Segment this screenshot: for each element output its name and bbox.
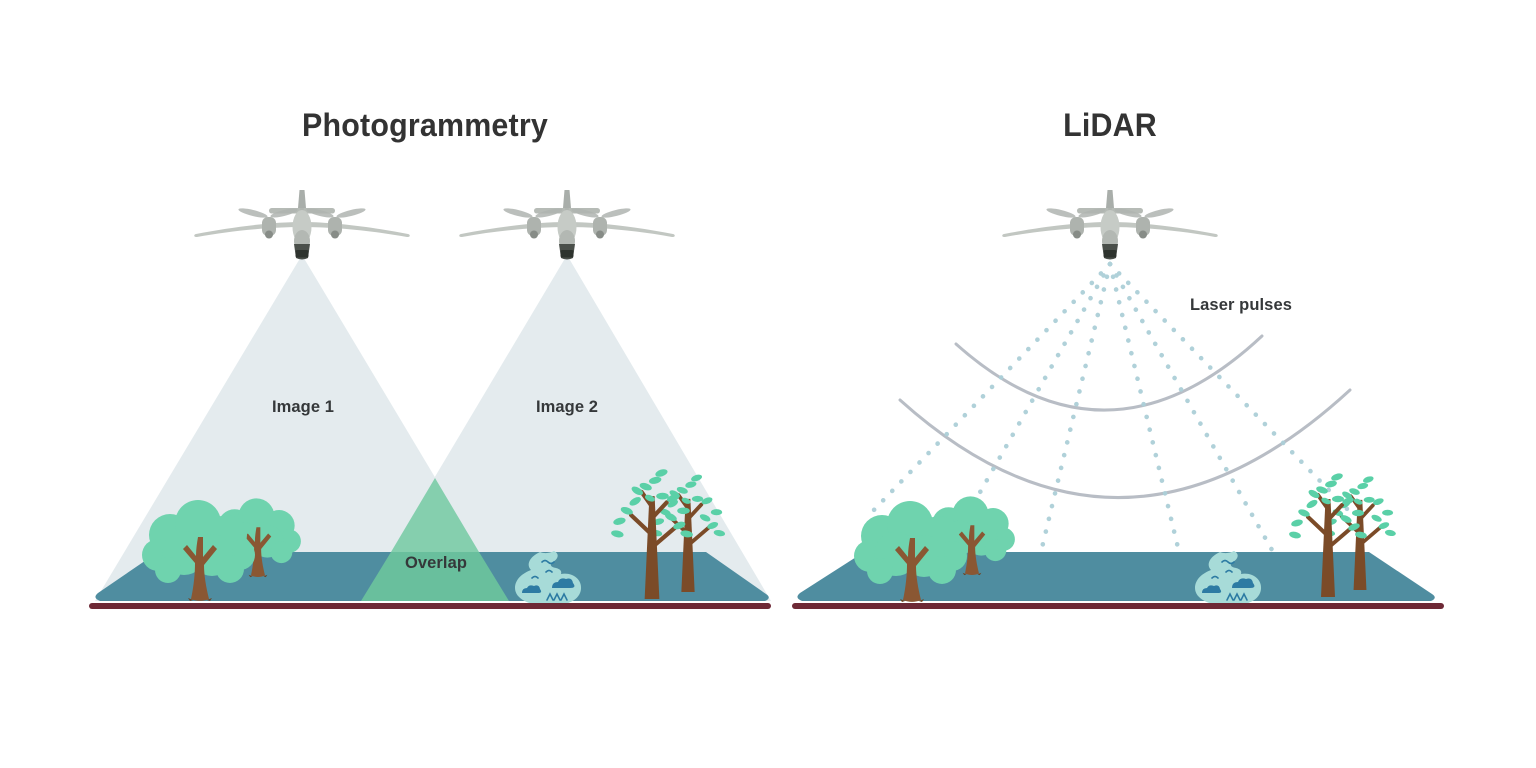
image2-label: Image 2: [535, 397, 599, 416]
lidar-panel: [792, 190, 1444, 609]
photogrammetry-panel: [89, 190, 771, 609]
laser-pulses-label: Laser pulses: [1189, 295, 1293, 314]
overlap-region-upper: [391, 478, 479, 552]
overlap-region-lower: [361, 552, 509, 601]
overlap-label: Overlap: [404, 553, 468, 572]
image1-label: Image 1: [271, 397, 335, 416]
ground-baseline: [89, 603, 771, 609]
drone-plane-icon: [194, 190, 410, 260]
photogrammetry-title: Photogrammetry: [302, 107, 548, 143]
lidar-title: LiDAR: [1063, 107, 1157, 143]
ground-baseline: [792, 603, 1444, 609]
drone-plane-icon: [459, 190, 675, 260]
pulse-arcs: [898, 334, 1352, 499]
drone-plane-icon: [1002, 190, 1218, 260]
